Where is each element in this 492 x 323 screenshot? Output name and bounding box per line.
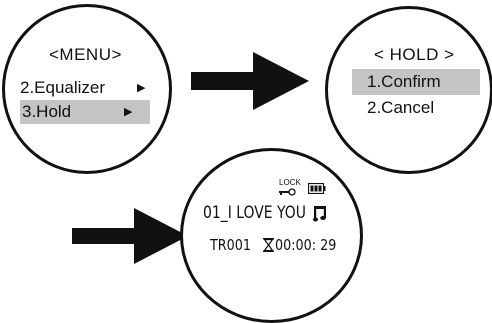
music-note-icon (313, 206, 326, 222)
hourglass-icon (263, 238, 274, 252)
hold-item-cancel[interactable]: 2.Cancel (352, 95, 480, 121)
hold-title: < HOLD > (374, 45, 455, 64)
chevron-right-icon: ▶ (137, 82, 146, 94)
track-number: TR001 (210, 236, 251, 254)
menu-item-hold[interactable]: 3.Hold ▶ (20, 100, 150, 124)
menu-title: <MENU> (49, 45, 122, 64)
menu-item-equalizer[interactable]: 2.Equalizer ▶ (20, 76, 150, 100)
arrow-right-icon (191, 52, 309, 110)
menu-item-label: 3.Hold (22, 102, 72, 121)
playback-screen: LOCK 01_I LOVE YOU TR001 00:00: 29 (180, 148, 363, 323)
track-title: 01_I LOVE YOU (203, 203, 306, 223)
elapsed-time: 00:00: 29 (275, 236, 337, 254)
menu-screen: <MENU> 2.Equalizer ▶ 3.Hold ▶ (2, 4, 172, 174)
chevron-right-icon: ▶ (124, 106, 133, 118)
key-icon (279, 188, 296, 196)
hold-item-label: 1.Confirm (367, 72, 441, 91)
lock-label: LOCK (279, 178, 301, 187)
hold-screen: < HOLD > 1.Confirm 2.Cancel (325, 6, 492, 174)
hold-item-label: 2.Cancel (367, 98, 435, 117)
hold-item-confirm[interactable]: 1.Confirm (352, 69, 480, 95)
battery-icon (308, 183, 326, 194)
arrow-right-icon (72, 208, 188, 264)
menu-item-label: 2.Equalizer (20, 78, 106, 97)
